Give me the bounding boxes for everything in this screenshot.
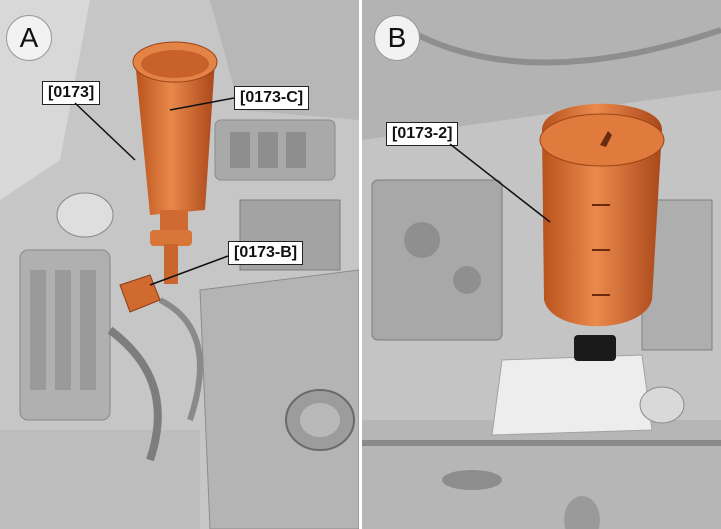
panel-divider xyxy=(359,0,362,529)
callout-0173-b: [0173-B] xyxy=(228,241,304,265)
panel-a: A [0173] [0173-C] [0173-B] xyxy=(0,0,359,529)
panel-b: B [0173-2] xyxy=(362,0,721,529)
callout-0173-c: [0173-C] xyxy=(234,86,310,110)
engine-bay-illustration-a xyxy=(0,0,359,529)
panel-b-letter-badge: B xyxy=(374,15,420,61)
panel-a-letter-badge: A xyxy=(6,15,52,61)
engine-bay-illustration-b xyxy=(362,0,721,529)
callout-0173-2: [0173-2] xyxy=(386,122,459,146)
callout-0173: [0173] xyxy=(42,81,101,105)
